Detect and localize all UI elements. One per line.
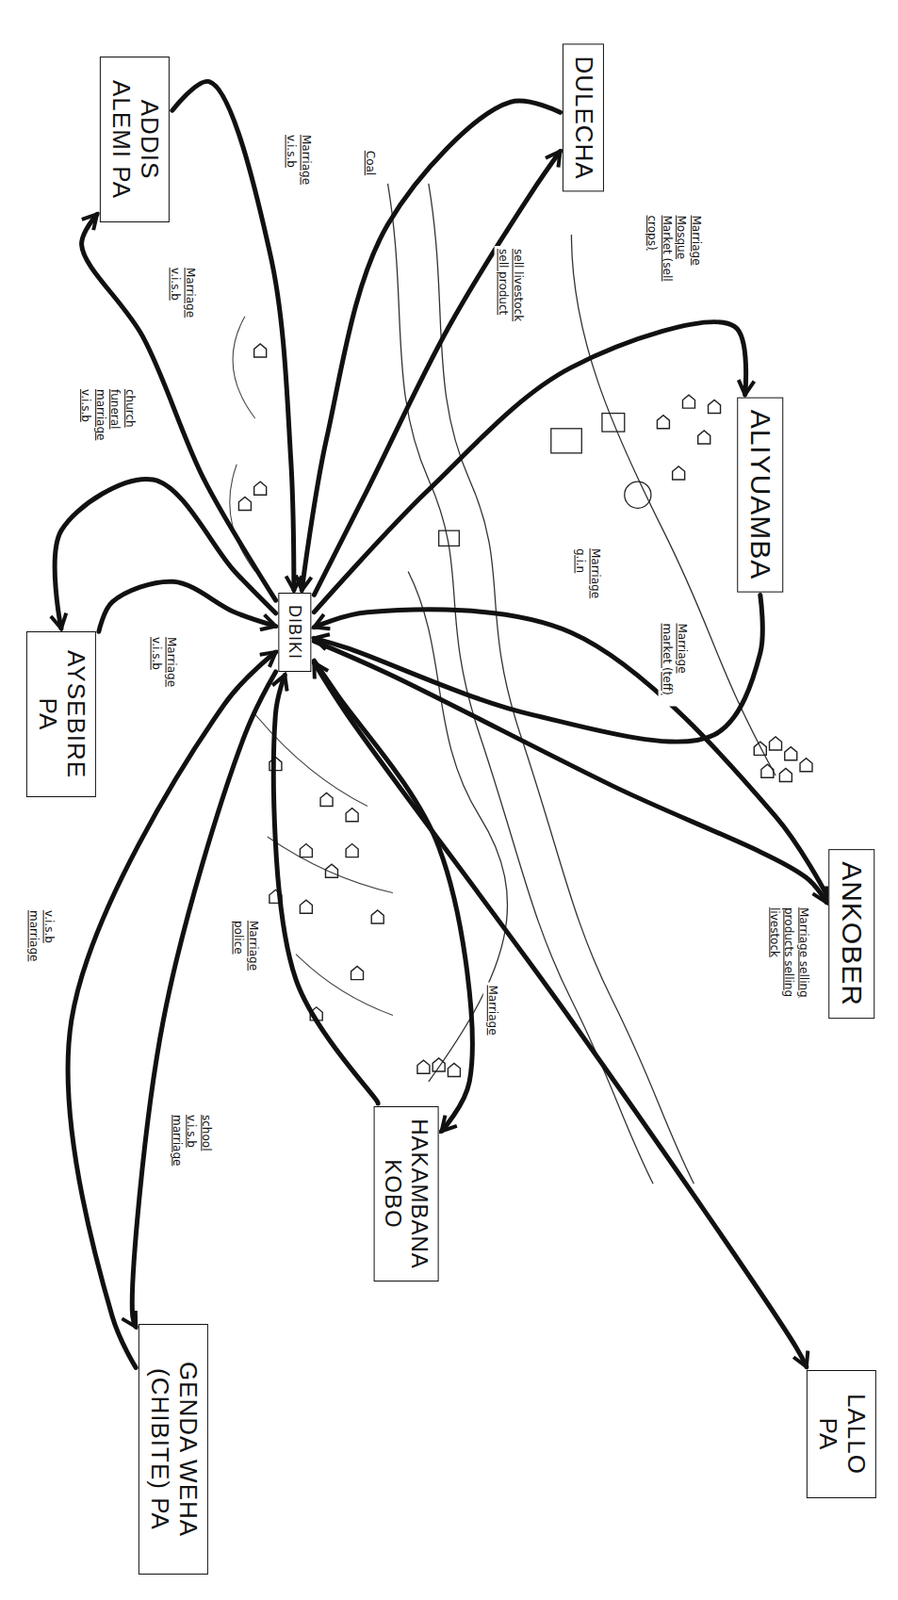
hut-symbol bbox=[417, 1060, 430, 1074]
hut-symbol bbox=[345, 808, 359, 822]
route-purpose: sell livestock sell product bbox=[494, 245, 526, 346]
hut-symbol bbox=[800, 758, 813, 772]
buildings bbox=[439, 413, 652, 547]
hut-symbol bbox=[345, 844, 359, 858]
hut-symbol bbox=[432, 1058, 445, 1072]
place-box: ANKOBER bbox=[829, 849, 876, 1019]
contour-arc bbox=[267, 836, 393, 894]
place-box: ALIYUAMBA bbox=[737, 397, 784, 593]
place-name: HAKAMBANA KOBO bbox=[379, 1118, 432, 1270]
river-bank bbox=[388, 183, 654, 1184]
hut-symbol bbox=[254, 343, 267, 358]
hut-symbol bbox=[769, 736, 783, 751]
hut-symbol bbox=[325, 864, 338, 878]
travel-arrow bbox=[67, 652, 277, 1368]
travel-arrow bbox=[98, 581, 277, 632]
route-purpose: Marriage police bbox=[228, 917, 261, 980]
building-symbol bbox=[602, 413, 625, 432]
hut-symbol bbox=[447, 1062, 460, 1077]
route-purpose: Marriage g.i.n bbox=[571, 545, 603, 608]
route-purpose: Marriage selling products selling livest… bbox=[766, 904, 813, 1014]
hut-symbol bbox=[299, 899, 312, 914]
travel-arrow bbox=[301, 100, 560, 590]
place-name: ANKOBER bbox=[835, 861, 869, 1007]
place-box: ADDIS ALEMI PA bbox=[99, 56, 170, 223]
place-box: AYSEBIRE PA bbox=[26, 631, 97, 798]
travel-arrow bbox=[131, 671, 276, 1327]
hut-symbol bbox=[351, 966, 364, 980]
route-purpose: Marriage market (teff) bbox=[657, 620, 689, 706]
hut-symbol bbox=[698, 430, 711, 444]
building-symbol bbox=[551, 428, 582, 454]
building-symbol bbox=[439, 530, 460, 546]
route-purpose: church funeral marriage v.i.s.b bbox=[77, 386, 138, 451]
route-purpose: Marriage bbox=[483, 982, 501, 1039]
place-box: HAKAMBANA KOBO bbox=[373, 1106, 439, 1282]
hut-symbol bbox=[779, 767, 792, 782]
route-purpose: v.i.s.b marriage bbox=[25, 907, 57, 970]
travel-arrow bbox=[54, 478, 276, 629]
place-name: AYSEBIRE PA bbox=[32, 643, 90, 785]
place-name: GENDA WEHA (CHIBITE) PA bbox=[145, 1336, 202, 1563]
route-purpose: Marriage v.i.s.b bbox=[165, 264, 197, 327]
hut-symbol bbox=[761, 764, 774, 778]
travel-arrow bbox=[313, 151, 560, 596]
travel-arrow bbox=[313, 660, 473, 1131]
place-name: DIBIKI bbox=[285, 604, 306, 660]
place-name: ADDIS ALEMI PA bbox=[106, 68, 164, 211]
travel-arrow bbox=[313, 322, 746, 613]
hut-symbol bbox=[371, 910, 384, 924]
place-name: ALIYUAMBA bbox=[744, 409, 778, 581]
route-purpose: Marriage v.i.s.b bbox=[282, 131, 314, 195]
hut-symbol bbox=[784, 747, 798, 761]
hut-symbol bbox=[672, 466, 686, 480]
contour-arc bbox=[232, 316, 256, 419]
hut-symbol bbox=[708, 400, 721, 414]
hut-symbol bbox=[682, 394, 695, 409]
place-box: DULECHA bbox=[562, 43, 605, 192]
route-purpose: Marriage Mosque Market (sell crops) bbox=[643, 212, 704, 298]
hut-symbol bbox=[299, 844, 312, 858]
travel-arrow bbox=[313, 609, 827, 895]
route-purpose: school v.i.s.b marriage bbox=[167, 1111, 214, 1175]
travel-arrow bbox=[313, 662, 807, 1367]
place-box: GENDA WEHA (CHIBITE) PA bbox=[138, 1323, 209, 1575]
route-purpose: Marriage v.i.s.b bbox=[147, 634, 180, 697]
hut-symbol bbox=[254, 481, 267, 495]
stream bbox=[408, 571, 507, 1081]
hut-symbol bbox=[238, 496, 251, 510]
contour-arc bbox=[229, 464, 256, 572]
hut-symbol bbox=[320, 792, 333, 806]
mosque-symbol bbox=[624, 481, 652, 508]
place-name: LALLO PA bbox=[814, 1382, 871, 1486]
hut-symbol bbox=[656, 415, 670, 429]
hut-symbol bbox=[753, 741, 767, 755]
route-purpose: Coal bbox=[360, 147, 378, 179]
place-name: DULECHA bbox=[569, 55, 598, 180]
place-box: DIBIKI bbox=[278, 592, 312, 672]
place-box: LALLO PA bbox=[807, 1370, 878, 1499]
